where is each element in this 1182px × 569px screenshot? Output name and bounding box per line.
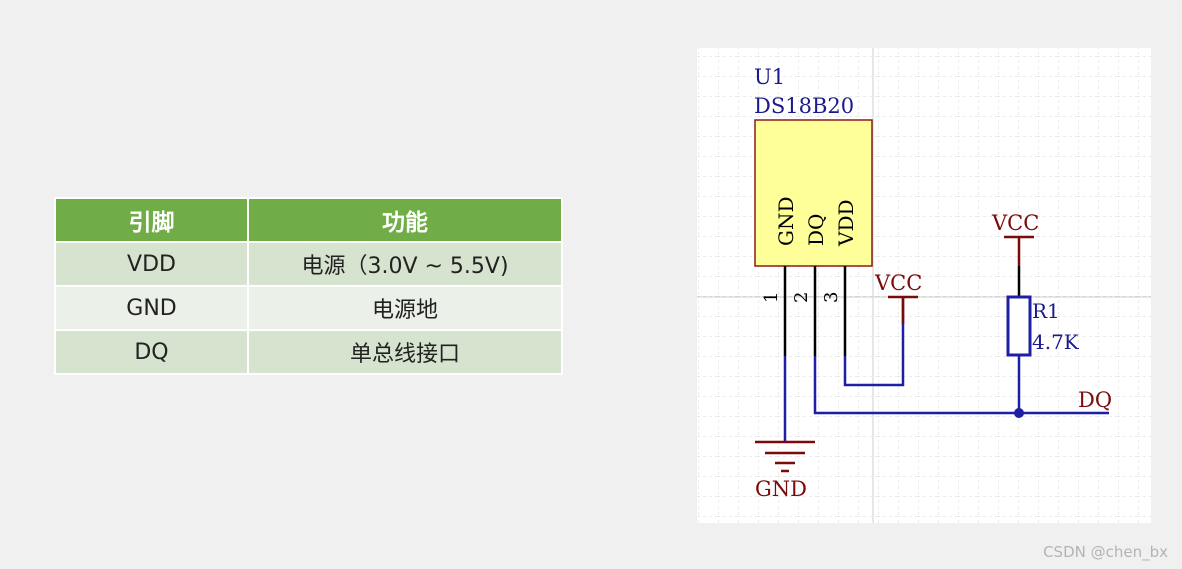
- net-label-dq: DQ: [1078, 388, 1112, 412]
- table-row: GND 电源地: [54, 285, 563, 331]
- chip-pin-number-2: 2: [791, 292, 812, 303]
- chip-pin-name-vdd: VDD: [834, 199, 858, 247]
- chip-pin-name-dq: DQ: [804, 214, 828, 246]
- cell-pin: VDD: [54, 241, 249, 287]
- cell-function: 单总线接口: [247, 329, 563, 375]
- cell-pin: DQ: [54, 329, 249, 375]
- header-function: 功能: [247, 197, 563, 243]
- table-row: DQ 单总线接口: [54, 329, 563, 375]
- vcc-chip-label: VCC: [874, 271, 922, 295]
- pin-function-table: 引脚 功能 VDD 电源（3.0V ~ 5.5V) GND 电源地 DQ 单总线…: [54, 197, 563, 375]
- watermark: CSDN @chen_bx: [1043, 543, 1168, 561]
- wire-vdd: [843, 298, 905, 387]
- wire-dq: [813, 356, 1109, 415]
- cell-function: 电源地: [247, 285, 563, 331]
- header-pin: 引脚: [54, 197, 249, 243]
- cell-pin: GND: [54, 285, 249, 331]
- chip-body: [754, 119, 873, 267]
- table-row: VDD 电源（3.0V ~ 5.5V): [54, 241, 563, 287]
- wire-junction: [1014, 408, 1024, 418]
- ds18b20-schematic: U1 DS18B20 GND DQ VDD 1 2 3 VCC VCC R1 4…: [697, 48, 1151, 523]
- resistor-value: 4.7K: [1032, 330, 1080, 354]
- vcc-resistor-label: VCC: [991, 211, 1039, 235]
- chip-pin-number-1: 1: [761, 292, 782, 303]
- resistor-body: [1006, 295, 1032, 357]
- chip-pin-number-3: 3: [821, 292, 842, 303]
- table-header-row: 引脚 功能: [54, 197, 563, 243]
- chip-part-number: DS18B20: [754, 94, 854, 118]
- chip-designator: U1: [754, 65, 785, 89]
- cell-function: 电源（3.0V ~ 5.5V): [247, 241, 563, 287]
- chip-pin-name-gnd: GND: [774, 196, 798, 246]
- resistor-designator: R1: [1032, 299, 1060, 323]
- ground-label: GND: [755, 477, 807, 501]
